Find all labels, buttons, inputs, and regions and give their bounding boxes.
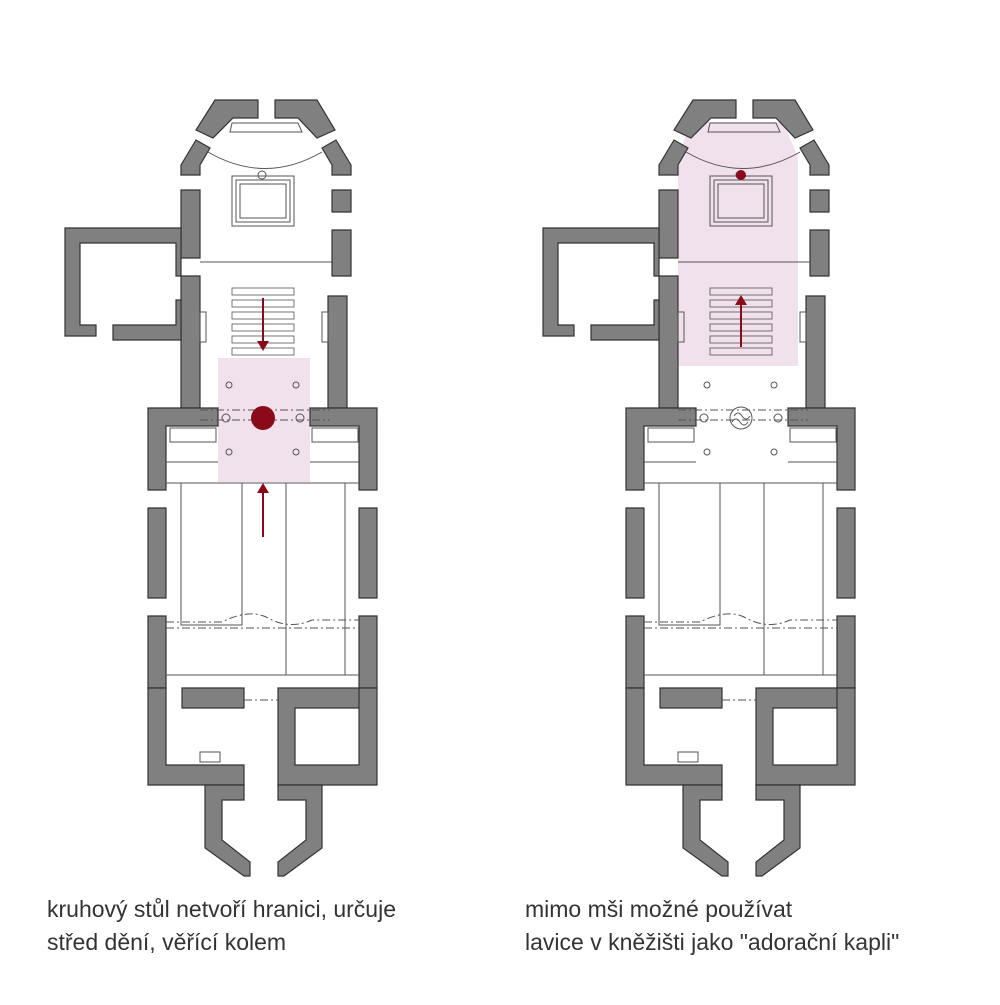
side-altar-left (169, 427, 217, 443)
chancel-wall-right-middle (809, 229, 830, 277)
choir-loft-outline (166, 613, 359, 625)
apse-arc (207, 151, 323, 169)
fixture-dot (292, 381, 300, 389)
fixture-dot (225, 381, 233, 389)
choir-niche-right (321, 311, 329, 343)
apse-wall-top-left (673, 99, 737, 139)
lower-room-left-wall (625, 687, 723, 786)
choir-niche-left (199, 311, 207, 343)
caption-right-line-1: mimo mši možné používat (525, 896, 793, 922)
choir-wall-left (180, 275, 201, 409)
chancel-wall-left (180, 189, 201, 259)
pew-block-right (763, 482, 824, 676)
apse-wall-right-diagonal (321, 139, 352, 176)
nave-wall-left-middle (147, 507, 167, 599)
stair-landing (199, 751, 221, 763)
choir-niche-left (677, 311, 685, 343)
caption-left: kruhový stůl netvoří hranici, určuje stř… (47, 893, 396, 959)
column-base-right (295, 413, 305, 423)
lower-room-left-top (659, 687, 723, 709)
lower-room-right-wall (277, 687, 378, 786)
nave-wall-right-lower (358, 615, 378, 689)
apse-wall-right-diagonal (799, 139, 830, 176)
fixture-dot (292, 448, 300, 456)
column-base-left (221, 413, 231, 423)
apse-wall-top-right (752, 99, 814, 139)
sanctuary-zone-highlight (678, 122, 798, 366)
apse-wall-left-diagonal (658, 139, 689, 176)
stair-landing (677, 751, 699, 763)
apse-bench (229, 122, 303, 133)
sacristy-wall-outer (64, 227, 182, 337)
fixture-dot (770, 448, 778, 456)
floor-plan-left (64, 99, 378, 877)
altar-point-marker (736, 170, 746, 180)
altar-point (257, 170, 267, 180)
choir-loft-outline (644, 613, 837, 625)
nave-wall-top-left (625, 407, 697, 491)
fixture-dot (703, 448, 711, 456)
nave-wall-right-middle (358, 507, 378, 599)
caption-left-line-2: střed dění, věřící kolem (47, 929, 287, 955)
choir-wall-right (327, 295, 348, 409)
sacristy-wall-lower (112, 299, 182, 341)
column-base-left (699, 413, 709, 423)
nave-wall-top-right (309, 407, 378, 491)
round-table (251, 406, 275, 430)
chancel-wall-right-upper (809, 189, 830, 213)
chancel-wall-left (658, 189, 679, 259)
choir-wall-left (658, 275, 679, 409)
nave-wall-top-right (787, 407, 856, 491)
porch-wall-left (682, 784, 729, 877)
choir-bench (231, 287, 295, 296)
column-base-right (773, 413, 783, 423)
choir-bench (709, 347, 773, 356)
lectern-symbol-detail (731, 412, 751, 426)
floor-plan-right (542, 99, 856, 877)
porch-wall-left (204, 784, 251, 877)
apse-bench (707, 122, 781, 133)
lower-room-left-top (181, 687, 245, 709)
side-altar-right (789, 427, 837, 443)
side-altar-right (311, 427, 359, 443)
nave-wall-top-left (147, 407, 219, 491)
nave-wall-right-lower (836, 615, 856, 689)
apse-wall-top-right (274, 99, 336, 139)
choir-wall-right (805, 295, 826, 409)
chancel-wall-right-middle (331, 229, 352, 277)
choir-niche-right (799, 311, 807, 343)
altar-step-outer (231, 175, 295, 227)
fixture-dot (770, 381, 778, 389)
altar-step-inner (239, 183, 287, 219)
caption-left-line-1: kruhový stůl netvoří hranici, určuje (47, 896, 396, 922)
sacristy-wall-lower (590, 299, 660, 341)
altar-step-inner (717, 183, 765, 219)
caption-right-line-2: lavice v kněžišti jako "adorační kapli" (525, 929, 900, 955)
nave-wall-left-middle (625, 507, 645, 599)
choir-bench (231, 347, 295, 356)
fixture-dot (225, 448, 233, 456)
pew-block-right (285, 482, 346, 676)
pew-block-left (658, 482, 721, 626)
lower-room-left-wall (147, 687, 245, 786)
lower-room-right-wall (755, 687, 856, 786)
apse-arc (685, 151, 801, 169)
porch-wall-right (755, 784, 801, 877)
nave-wall-left-lower (625, 615, 645, 689)
caption-right: mimo mši možné používat lavice v kněžišt… (525, 893, 899, 959)
altar-step-middle (235, 179, 291, 223)
side-altar-left (647, 427, 695, 443)
apse-wall-top-left (195, 99, 259, 139)
apse-wall-left-diagonal (180, 139, 211, 176)
sacristy-wall-outer (542, 227, 660, 337)
porch-wall-right (277, 784, 323, 877)
nave-wall-left-lower (147, 615, 167, 689)
fixture-dot (703, 381, 711, 389)
pew-block-left (180, 482, 243, 626)
nave-wall-right-middle (836, 507, 856, 599)
lectern-symbol (729, 406, 753, 430)
chancel-wall-right-upper (331, 189, 352, 213)
